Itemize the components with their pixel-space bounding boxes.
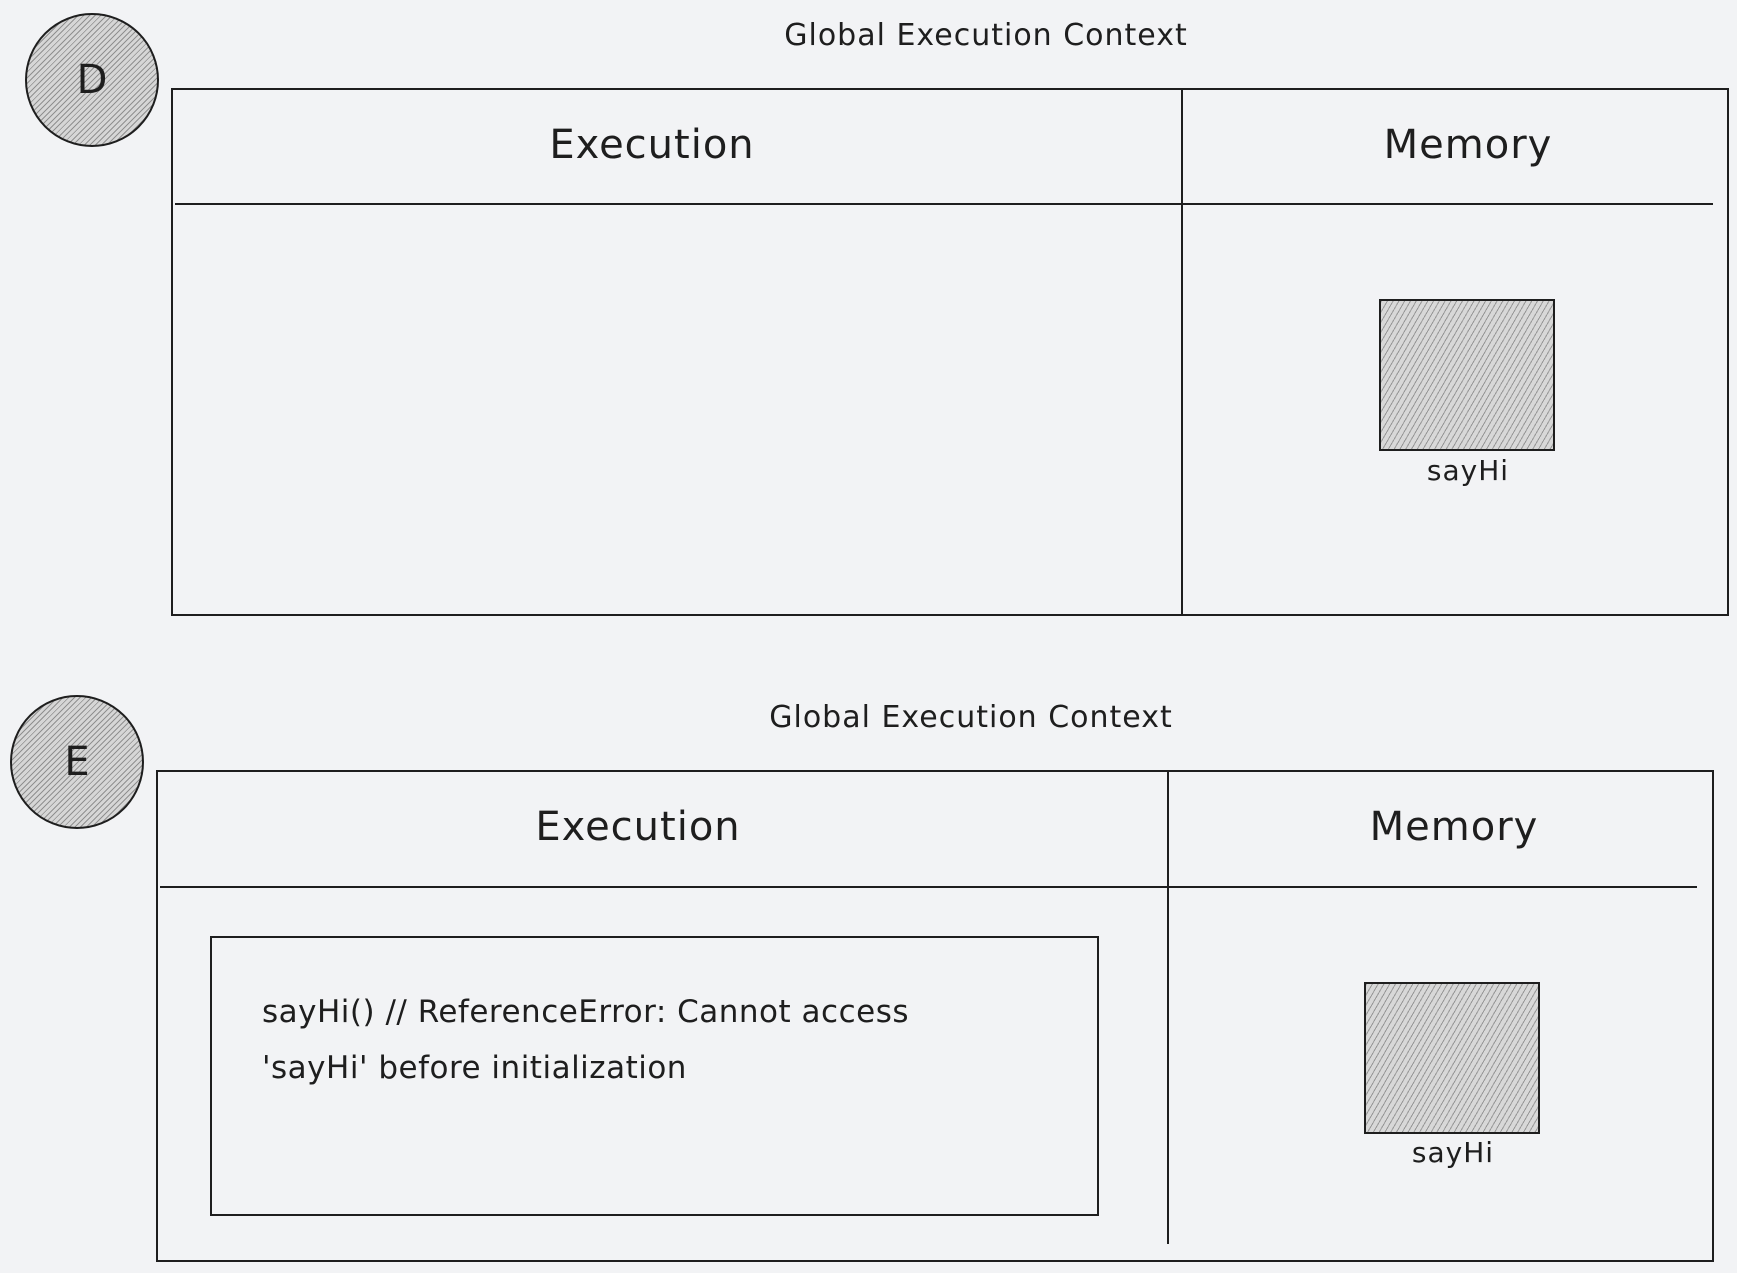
execution-heading: Execution	[549, 122, 755, 168]
code-line: 'sayHi' before initialization	[262, 1050, 687, 1086]
memory-block-label: sayHi	[1411, 1136, 1495, 1169]
context-frame	[171, 88, 1729, 616]
step-marker-d: D	[25, 13, 159, 147]
header-divider	[175, 203, 1713, 205]
context-title: Global Execution Context	[784, 18, 1188, 53]
column-divider	[1167, 772, 1169, 1244]
step-marker-label: E	[64, 739, 90, 785]
memory-heading: Memory	[1369, 804, 1539, 850]
memory-block-sayhi	[1379, 299, 1555, 451]
memory-block-label: sayHi	[1426, 454, 1510, 487]
column-divider	[1181, 90, 1183, 614]
step-marker-label: D	[76, 57, 108, 103]
context-frame	[156, 770, 1714, 1262]
step-marker-e: E	[10, 695, 144, 829]
execution-heading: Execution	[535, 804, 741, 850]
memory-heading: Memory	[1383, 122, 1553, 168]
memory-block-sayhi	[1364, 982, 1540, 1134]
execution-context-diagram-d: D Global Execution Context Execution Mem…	[25, 13, 1729, 616]
execution-code-box: sayHi() // ReferenceError: Cannot access…	[210, 936, 1099, 1216]
code-line: sayHi() // ReferenceError: Cannot access	[262, 994, 909, 1030]
execution-context-diagram-e: E Global Execution Context Execution Mem…	[0, 682, 1737, 1273]
context-title: Global Execution Context	[769, 700, 1173, 735]
header-divider	[160, 886, 1697, 888]
